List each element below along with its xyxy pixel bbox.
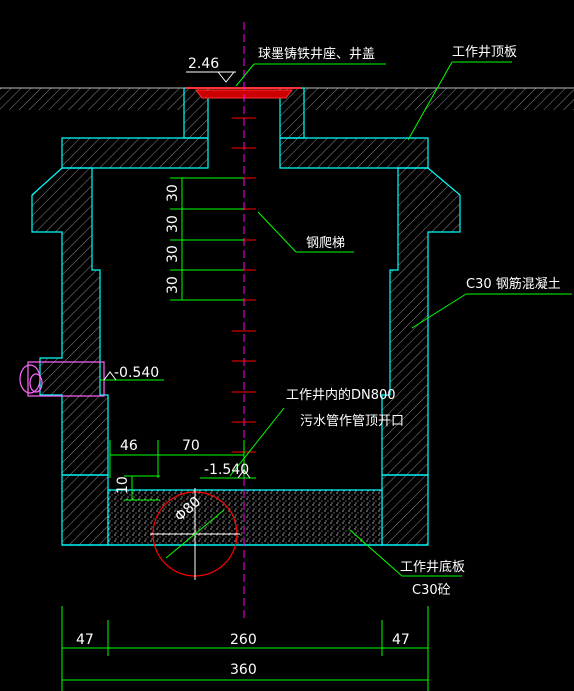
bottom-dim-middle: 260	[230, 632, 257, 648]
pipe-opening-label-1: 工作井内的DN800	[286, 387, 396, 403]
concrete-leader	[411, 293, 467, 329]
side-pipe	[19, 361, 105, 397]
bottom-concrete-label: C30砼	[412, 583, 451, 598]
bottom-offset-dims	[109, 440, 256, 479]
ladder-dim-3: 30	[165, 245, 181, 263]
top-elevation-label: 2.46	[188, 56, 219, 72]
pipe-opening-leader	[229, 407, 285, 477]
offset-70-label: 70	[182, 438, 200, 454]
ladder-leader	[257, 211, 297, 253]
top-elevation-marker	[186, 71, 236, 83]
concrete-label: C30 钢筋混凝土	[466, 276, 561, 292]
pipe-opening-label-2: 污水管作管顶开口	[300, 414, 404, 429]
ladder-dimension-chain	[170, 177, 244, 301]
bottom-pipe	[150, 488, 240, 580]
bottom-slab-label: 工作井底板	[400, 559, 465, 575]
ladder-dim-1: 30	[165, 184, 181, 202]
cover-label: 球墨铸铁井座、井盖	[258, 46, 375, 62]
offset-10-label: 10	[115, 476, 131, 494]
top-slab-label: 工作井顶板	[452, 45, 517, 60]
ladder-label: 钢爬梯	[306, 236, 345, 251]
dim-10	[124, 475, 160, 501]
bottom-elevation-label: -1.540	[204, 462, 249, 478]
manhole-structure	[31, 87, 461, 546]
ground-surface	[0, 87, 574, 110]
offset-46-label: 46	[120, 438, 138, 454]
bottom-dimension-lines	[61, 606, 429, 691]
ladder-dim-4: 30	[165, 276, 181, 294]
side-elevation-label: -0.540	[114, 365, 159, 381]
bottom-dim-overall: 360	[230, 662, 257, 678]
bottom-slab-leader	[349, 529, 403, 577]
bottom-dim-right: 47	[392, 632, 410, 648]
bottom-dim-left: 47	[76, 632, 94, 648]
ladder-dim-2: 30	[165, 215, 181, 233]
